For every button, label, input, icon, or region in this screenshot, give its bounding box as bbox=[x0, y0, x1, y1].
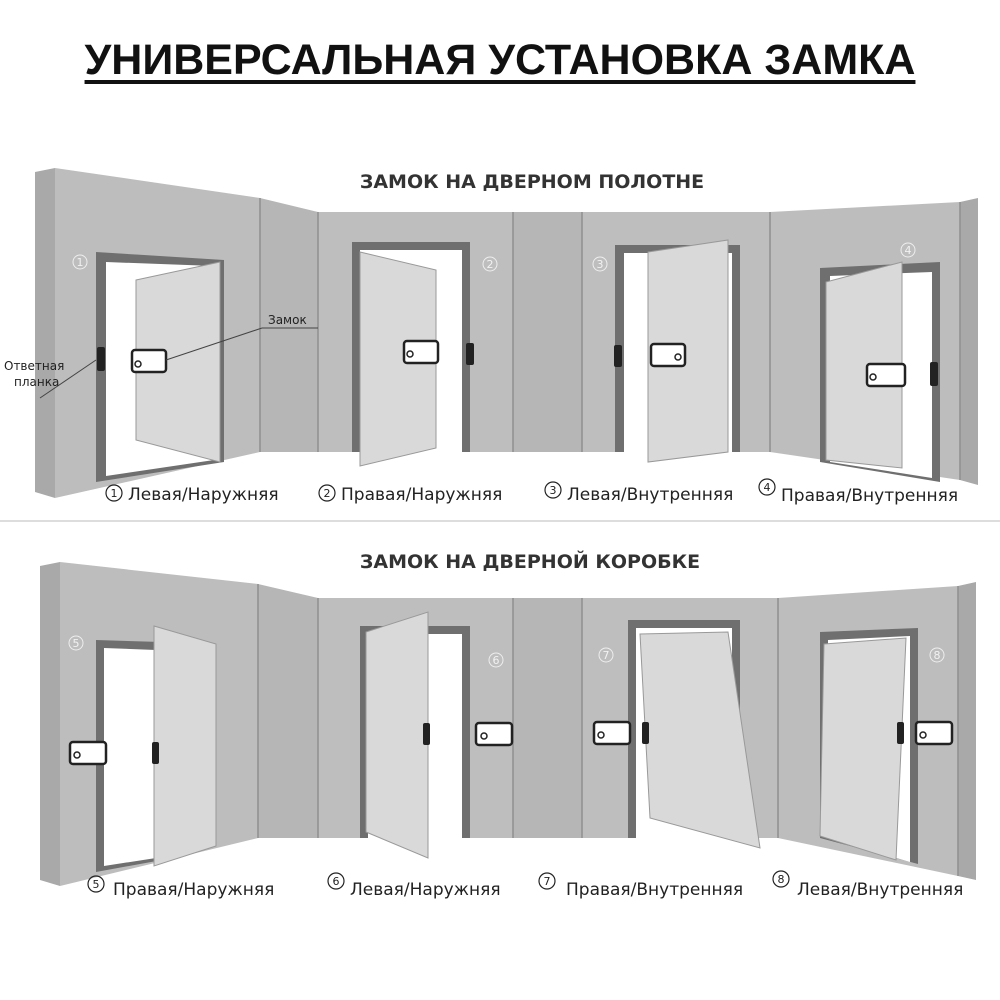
door-variant-5: 5 bbox=[68, 625, 217, 872]
variant-6-label: Левая/Наружняя bbox=[350, 880, 501, 900]
section-2-title: ЗАМОК НА ДВЕРНОЙ КОРОБКЕ bbox=[360, 550, 700, 573]
variant-8-wall-number: 8 bbox=[934, 649, 941, 662]
section-2-labels: 5 Правая/Наружняя 6 Левая/Наружняя 7 Пра… bbox=[87, 870, 963, 900]
variant-5-wall-number: 5 bbox=[73, 637, 80, 650]
door-variant-4: 4 bbox=[820, 242, 940, 482]
door-variant-6: 6 bbox=[360, 611, 514, 859]
variant-4-wall-number: 4 bbox=[905, 244, 912, 257]
variant-7-label: Правая/Внутренняя bbox=[566, 880, 743, 900]
strike-plate-callout-label-1: Ответная bbox=[4, 359, 64, 373]
variant-1-number: 1 bbox=[111, 487, 118, 500]
variant-5-label: Правая/Наружняя bbox=[113, 880, 274, 900]
section-1-title: ЗАМОК НА ДВЕРНОМ ПОЛОТНЕ bbox=[360, 171, 704, 193]
door-variant-3: 3 bbox=[592, 239, 740, 463]
page-title: УНИВЕРСАЛЬНАЯ УСТАНОВКА ЗАМКА bbox=[84, 36, 916, 84]
door-variant-2: 2 bbox=[352, 242, 498, 467]
variant-5-number: 5 bbox=[93, 878, 100, 891]
strike-plate-callout-label-2: планка bbox=[14, 375, 59, 389]
variant-7-number: 7 bbox=[544, 875, 551, 888]
variant-2-number: 2 bbox=[324, 487, 331, 500]
door-variant-7: 7 bbox=[592, 620, 761, 849]
door-variant-8: 8 bbox=[819, 628, 954, 864]
variant-8-label: Левая/Внутренняя bbox=[797, 880, 963, 900]
door-variant-1: 1 bbox=[72, 252, 224, 482]
section-1-labels: 1 Левая/Наружняя 2 Правая/Наружняя 3 Лев… bbox=[105, 478, 958, 506]
lock-callout-label: Замок bbox=[268, 313, 307, 327]
variant-4-label: Правая/Внутренняя bbox=[781, 486, 958, 506]
variant-3-label: Левая/Внутренняя bbox=[567, 485, 733, 505]
variant-3-number: 3 bbox=[550, 484, 557, 497]
variant-8-number: 8 bbox=[778, 873, 785, 886]
callouts: Замок Ответная планка bbox=[4, 313, 318, 399]
variant-3-wall-number: 3 bbox=[597, 258, 604, 271]
variant-7-wall-number: 7 bbox=[603, 649, 610, 662]
variant-2-wall-number: 2 bbox=[487, 258, 494, 271]
variant-2-label: Правая/Наружняя bbox=[341, 485, 502, 505]
variant-6-number: 6 bbox=[333, 875, 340, 888]
variant-6-wall-number: 6 bbox=[493, 654, 500, 667]
variant-4-number: 4 bbox=[764, 481, 771, 494]
variant-1-label: Левая/Наружняя bbox=[128, 485, 279, 505]
variant-1-wall-number: 1 bbox=[77, 256, 84, 269]
